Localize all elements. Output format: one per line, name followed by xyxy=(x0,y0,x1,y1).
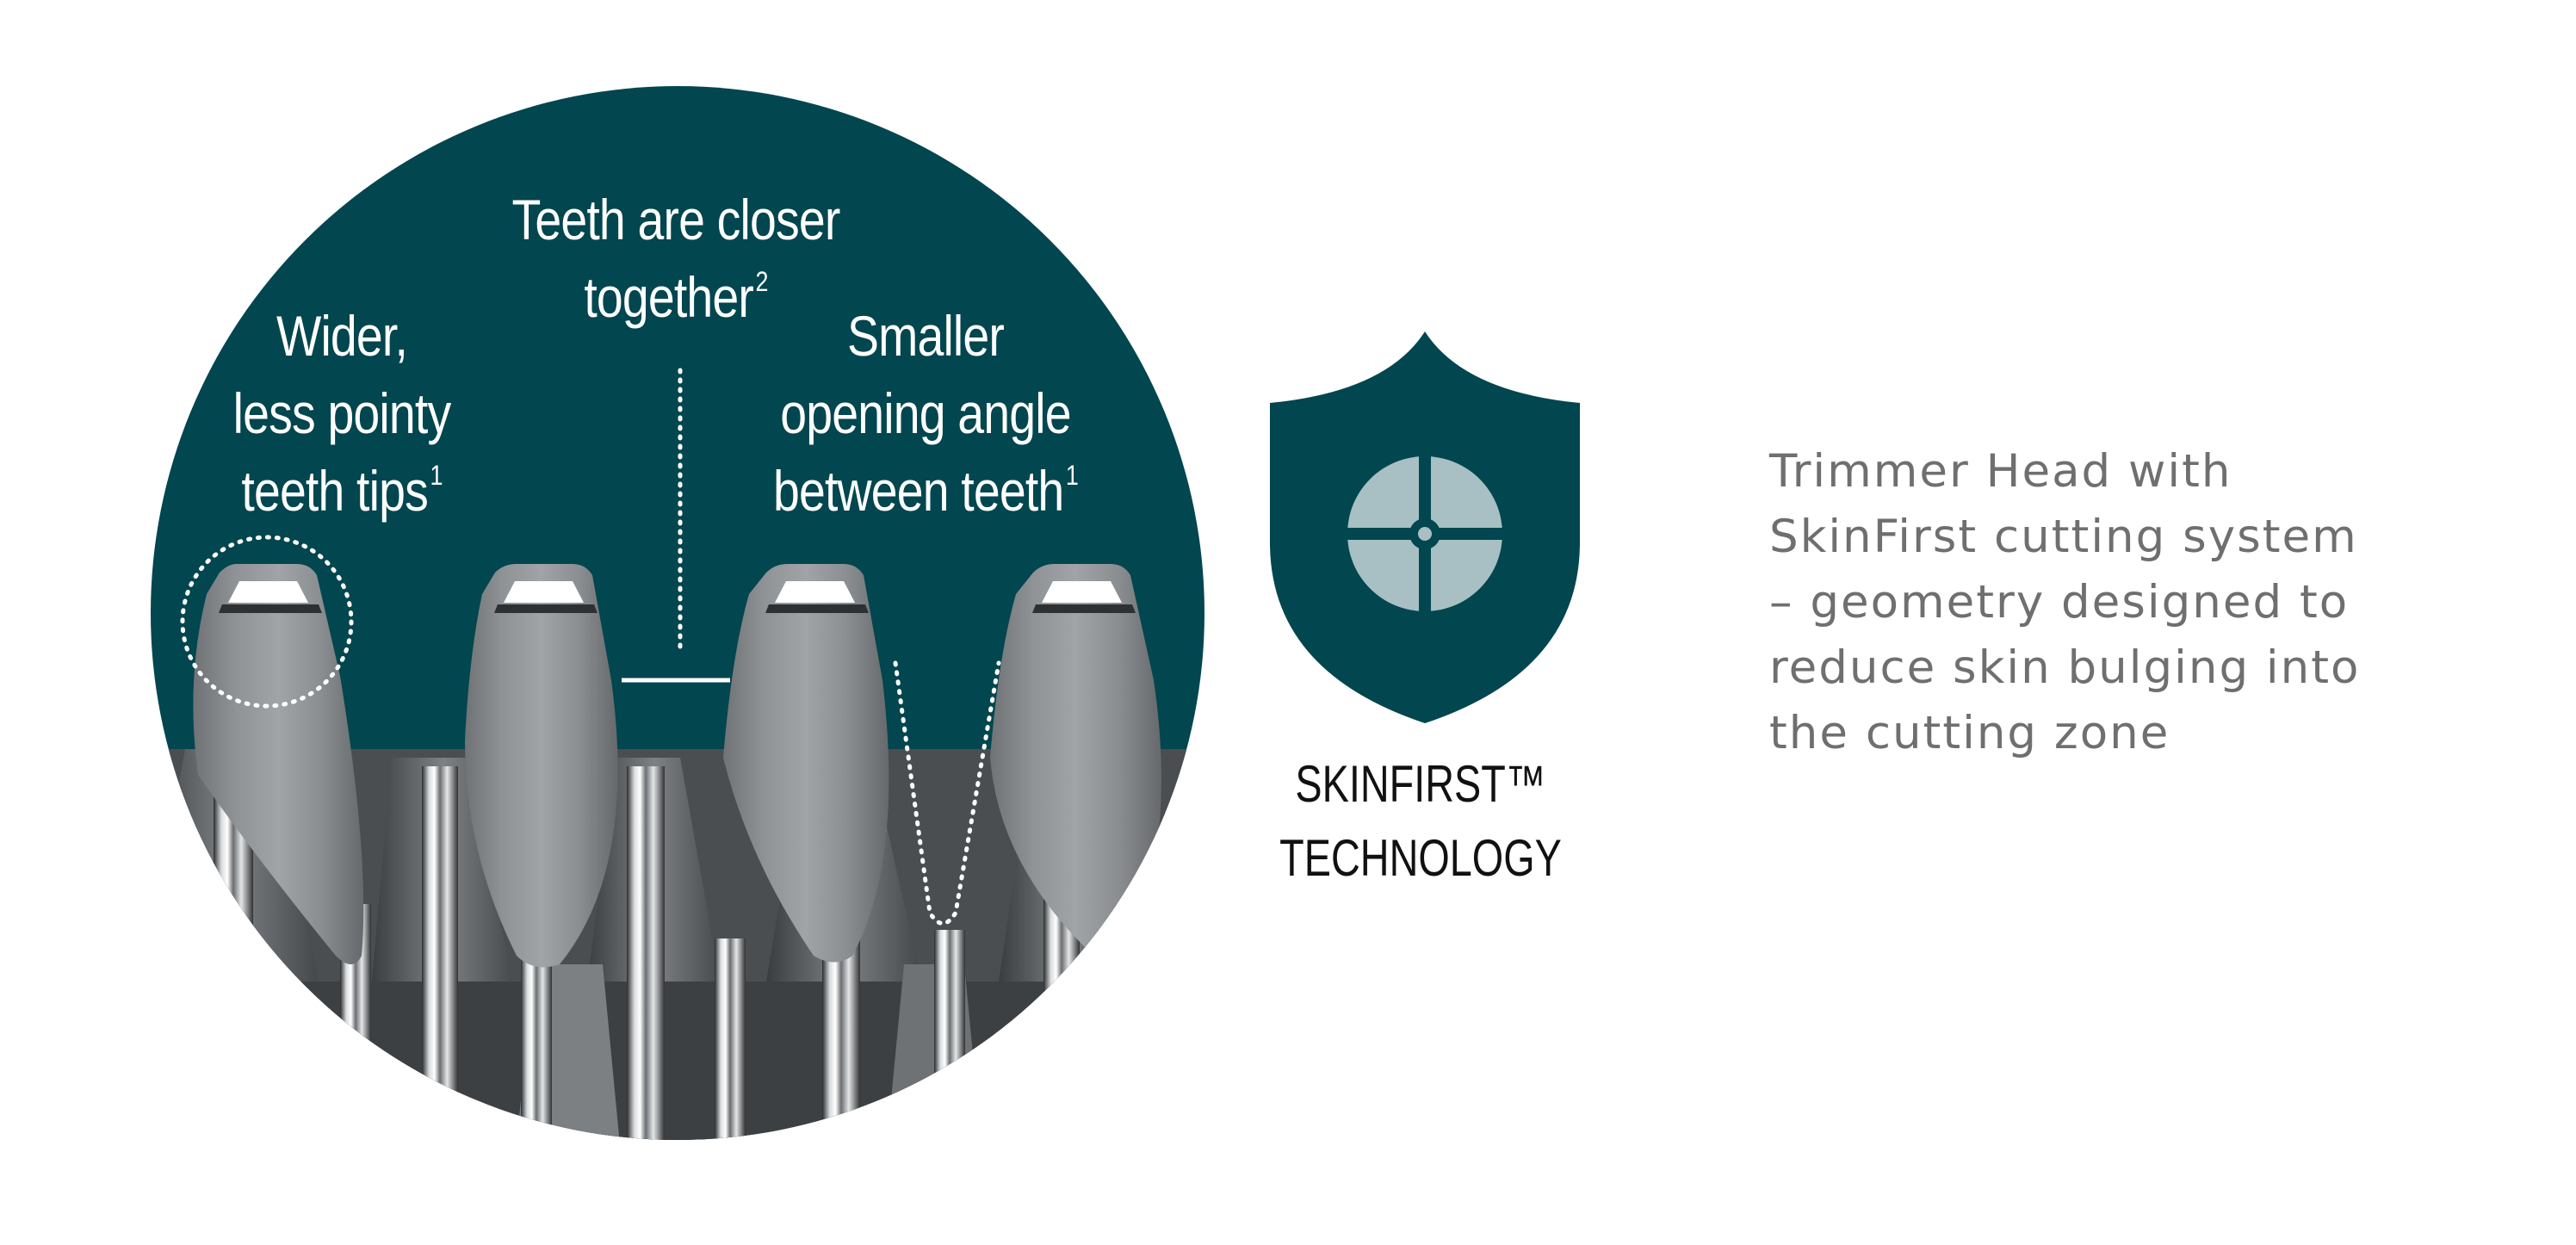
callout-wider-tooth-tips: Wider, less pointy teeth tips1 xyxy=(208,297,476,530)
footnote-marker: 1 xyxy=(430,460,443,491)
description-line: Trimmer Head with xyxy=(1769,445,2232,498)
tooth xyxy=(193,564,364,964)
skinfirst-badge-label: SKINFIRST™ TECHNOLOGY xyxy=(1273,747,1568,895)
tooth xyxy=(723,564,889,963)
callout-line: Smaller xyxy=(846,304,1005,368)
callout-line: opening angle xyxy=(780,381,1071,445)
badge-label-line: SKINFIRST™ xyxy=(1295,755,1546,813)
footnote-marker: 2 xyxy=(755,266,769,297)
product-description: Trimmer Head with SkinFirst cutting syst… xyxy=(1769,439,2527,766)
badge-label-line: TECHNOLOGY xyxy=(1279,829,1562,887)
opening-angle-marker xyxy=(893,660,1001,926)
shield-crosshair-icon xyxy=(1270,331,1580,723)
description-line: the cutting zone xyxy=(1769,707,2170,759)
tooth xyxy=(465,564,618,968)
annotation-marks xyxy=(180,368,1001,926)
callout-line: teeth tips xyxy=(241,459,428,523)
callout-line: between teeth xyxy=(772,459,1064,523)
description-line: – geometry designed to xyxy=(1769,576,2350,629)
callout-teeth-closer: Teeth are closer together2 xyxy=(498,181,853,336)
callout-line: Teeth are closer xyxy=(511,188,840,251)
tooth xyxy=(990,564,1161,950)
callout-line: Wider, xyxy=(276,304,408,368)
footnote-marker: 1 xyxy=(1065,460,1079,491)
front-teeth xyxy=(193,564,1161,968)
description-line: SkinFirst cutting system xyxy=(1769,511,2358,563)
callout-line: together xyxy=(584,265,754,329)
callout-opening-angle: Smaller opening angle between teeth1 xyxy=(770,297,1081,530)
tooth-tip-highlight-circle xyxy=(180,535,354,709)
callout-line: less pointy xyxy=(232,381,452,445)
description-line: reduce skin bulging into xyxy=(1769,641,2361,694)
